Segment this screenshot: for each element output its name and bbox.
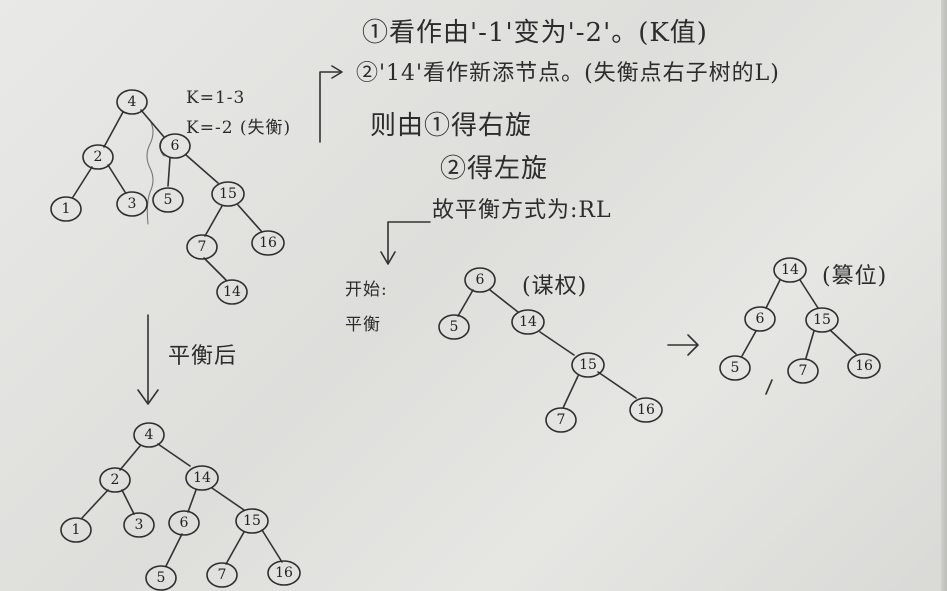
svg-text:14: 14 [781, 262, 799, 278]
node-15: 15 [805, 307, 839, 333]
note-line-5: 故平衡方式为:RL [432, 198, 612, 223]
node-3: 3 [116, 191, 148, 217]
down-arrow-head [137, 389, 159, 405]
node-7: 7 [186, 234, 218, 260]
node-5: 5 [719, 355, 751, 381]
svg-text:15: 15 [243, 513, 261, 529]
node-16: 16 [847, 353, 881, 379]
node-6: 6 [464, 267, 496, 293]
page-edge [941, 0, 947, 591]
svg-text:7: 7 [218, 567, 227, 583]
svg-text:7: 7 [799, 363, 808, 379]
node-7: 7 [206, 562, 238, 588]
svg-text:6: 6 [180, 515, 189, 531]
balance-label: 平衡后 [168, 344, 238, 369]
k-value-line-2: K=-2 (失衡) [186, 118, 292, 138]
svg-text:15: 15 [813, 312, 831, 328]
k-value-line-1: K=1-3 [186, 88, 246, 108]
node-2: 2 [82, 144, 114, 170]
start-balance-2: 平衡 [345, 315, 381, 335]
corner-arrow [387, 221, 431, 263]
right-arrow [667, 334, 699, 356]
svg-text:16: 16 [259, 235, 277, 251]
svg-text:4: 4 [128, 94, 137, 110]
svg-text:5: 5 [450, 319, 459, 335]
wavy-divider [146, 119, 154, 225]
svg-text:15: 15 [579, 357, 597, 373]
node-1: 1 [50, 196, 82, 222]
node-14: 14 [216, 279, 248, 305]
corner-arrow-head [380, 251, 396, 265]
node-5: 5 [152, 187, 184, 213]
node-6: 6 [744, 306, 776, 332]
bracket-arrowhead [331, 65, 343, 79]
svg-text:6: 6 [756, 311, 765, 327]
note-line-3: 则由①得右旋 [370, 111, 533, 141]
svg-text:2: 2 [111, 472, 120, 488]
svg-text:14: 14 [519, 314, 537, 330]
svg-text:14: 14 [193, 470, 211, 486]
node-14: 14 [185, 465, 219, 491]
svg-text:7: 7 [557, 412, 566, 428]
svg-text:6: 6 [476, 272, 485, 288]
svg-text:3: 3 [128, 196, 137, 212]
node-15: 15 [571, 352, 605, 378]
svg-text:16: 16 [855, 358, 873, 374]
start-balance-1: 开始: [345, 280, 388, 300]
node-6: 6 [168, 510, 200, 536]
svg-text:2: 2 [94, 149, 103, 165]
node-3: 3 [123, 512, 155, 538]
note-line-1: ①看作由'-1'变为'-2'。(K值) [362, 18, 708, 48]
node-1: 1 [60, 517, 92, 543]
svg-text:3: 3 [135, 517, 144, 533]
node-15: 15 [235, 508, 269, 534]
node-16: 16 [629, 397, 663, 423]
svg-text:7: 7 [198, 239, 207, 255]
tree-step-after: 14 6 15 5 7 16 [719, 257, 881, 395]
svg-text:15: 15 [219, 186, 237, 202]
tree-balanced: 4 2 14 1 3 6 15 5 7 16 [60, 422, 301, 591]
node-14: 14 [773, 257, 807, 283]
node-15: 15 [211, 181, 245, 207]
node-5: 5 [438, 314, 470, 340]
svg-text:1: 1 [62, 201, 71, 217]
state-label-b: (篡位) [822, 264, 888, 289]
node-7: 7 [787, 358, 819, 384]
node-5: 5 [145, 565, 177, 591]
note-line-2: ②'14'看作新添节点。(失衡点右子树的L) [356, 61, 780, 86]
node-4: 4 [133, 422, 165, 448]
svg-text:1: 1 [72, 522, 81, 538]
state-label-a: (谋权) [522, 274, 588, 299]
tree-step-before: 6 5 14 15 7 16 [438, 267, 663, 433]
node-4: 4 [116, 89, 148, 115]
svg-text:6: 6 [171, 138, 180, 154]
node-2: 2 [99, 467, 131, 493]
svg-text:14: 14 [223, 284, 241, 300]
node-7: 7 [545, 407, 577, 433]
bracket-arrow [319, 71, 341, 143]
node-16: 16 [251, 230, 285, 256]
svg-text:5: 5 [731, 360, 740, 376]
node-14: 14 [511, 309, 545, 335]
svg-text:5: 5 [157, 570, 166, 586]
tree-original: 4 2 6 1 3 5 15 7 16 14 [50, 89, 285, 305]
svg-text:16: 16 [275, 565, 293, 581]
note-line-4: ②得左旋 [440, 154, 549, 184]
node-6: 6 [159, 133, 191, 159]
svg-text:5: 5 [164, 192, 173, 208]
svg-text:16: 16 [637, 402, 655, 418]
node-16: 16 [267, 560, 301, 586]
svg-text:4: 4 [145, 427, 154, 443]
